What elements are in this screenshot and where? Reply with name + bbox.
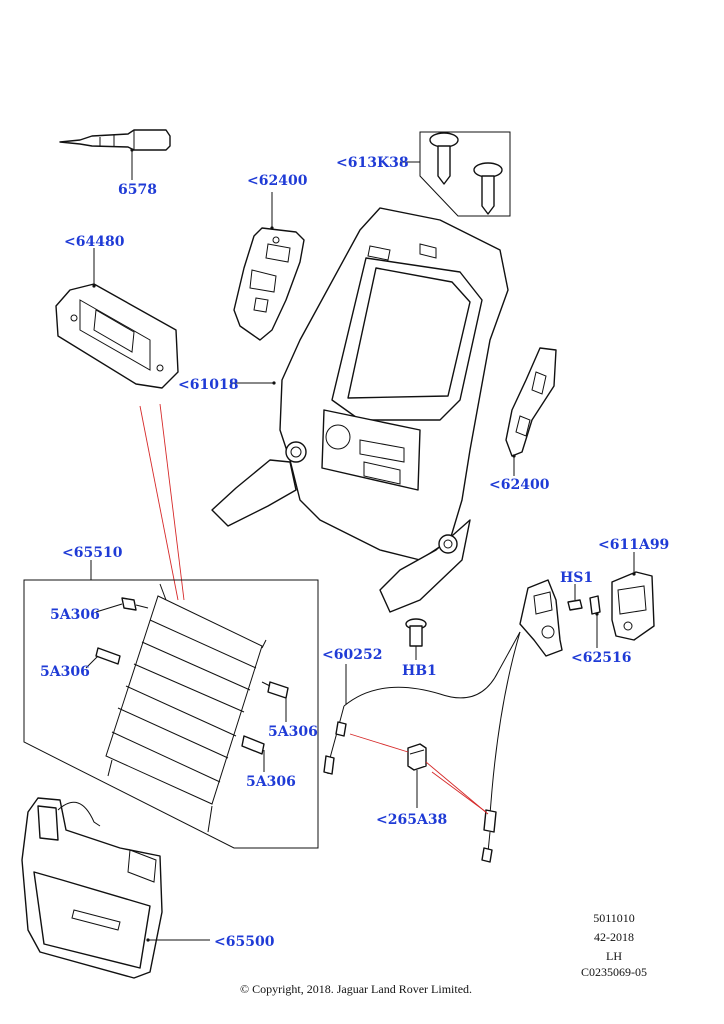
cable-clip-part xyxy=(349,733,489,815)
grease-tube-part xyxy=(59,129,171,180)
callout-64480: <64480 xyxy=(64,234,125,250)
callout-5A306-c: 5A306 xyxy=(268,724,318,740)
spring-part-a xyxy=(95,597,149,613)
lumbar-mat-box xyxy=(23,560,319,849)
callout-62400-upper: <62400 xyxy=(247,173,308,189)
callout-5A306-b: 5A306 xyxy=(40,664,90,680)
trim-panel-side-part xyxy=(505,347,557,476)
reference-line-4: C0235069-05 xyxy=(581,965,647,979)
spring-part-c xyxy=(261,681,289,722)
callout-65510: <65510 xyxy=(62,545,123,561)
trim-panel-upper-part xyxy=(233,192,305,341)
callout-60252: <60252 xyxy=(322,647,382,663)
callout-5A306-d: 5A306 xyxy=(246,774,296,790)
lumbar-bracket-part xyxy=(55,248,179,389)
callout-62400-side: <62400 xyxy=(489,477,550,493)
handle-cover-part xyxy=(611,552,655,641)
lumbar-wire-mat xyxy=(105,583,267,833)
callout-62516: <62516 xyxy=(571,650,631,666)
release-cable-part xyxy=(323,631,521,863)
seat-back-frame-part xyxy=(211,207,509,613)
reference-line-2: 42-2018 xyxy=(594,930,634,944)
callout-265A38: <265A38 xyxy=(376,812,447,828)
callout-611A99: <611A99 xyxy=(598,537,669,553)
reference-line-3: LH xyxy=(606,949,622,963)
callout-61018: <61018 xyxy=(178,377,238,393)
spring-part-d xyxy=(241,735,265,772)
reference-line-1: 5011010 xyxy=(593,911,635,925)
spring-part-b xyxy=(85,647,121,669)
headrest-guide-box xyxy=(400,131,511,217)
callout-6578: 6578 xyxy=(118,182,157,198)
bezel-62516-part xyxy=(589,595,601,648)
callout-5A306-a: 5A306 xyxy=(50,607,100,623)
bolt-hb1-part xyxy=(405,618,427,660)
recliner-handle-part xyxy=(519,579,563,657)
lumbar-pump-bladder-part xyxy=(21,797,210,979)
callout-613K38: <613K38 xyxy=(336,155,409,171)
callout-HB1: HB1 xyxy=(402,663,437,679)
screw-hs1-part xyxy=(567,584,583,611)
assembly-guide-lines xyxy=(139,403,185,601)
reference-block: 5011010 42-2018 LH C0235069-05 xyxy=(581,911,647,979)
copyright-notice: © Copyright, 2018. Jaguar Land Rover Lim… xyxy=(240,982,472,996)
callout-65500: <65500 xyxy=(214,934,275,950)
callout-HS1: HS1 xyxy=(560,570,593,586)
